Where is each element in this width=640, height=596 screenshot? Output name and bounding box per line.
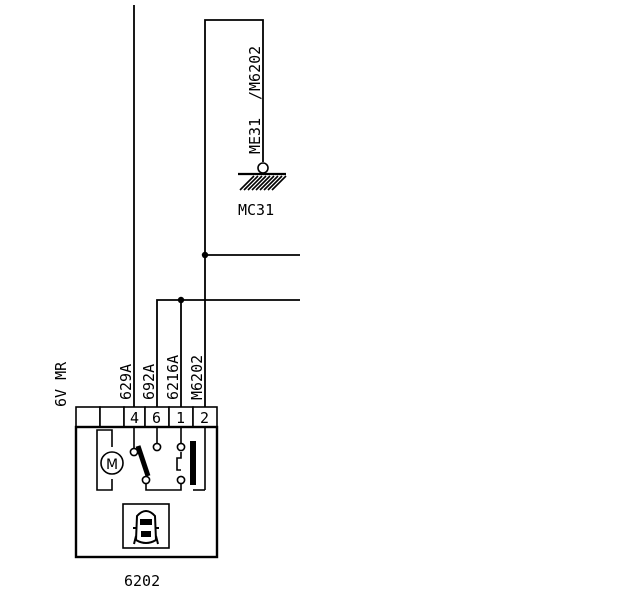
pin-1: 1 <box>176 409 185 427</box>
ground-icon <box>238 162 287 191</box>
svg-text:M: M <box>106 457 118 473</box>
wire-m6202 <box>204 19 264 407</box>
label-m6202-top: /M6202 <box>246 46 264 100</box>
ground-label: MC31 <box>238 201 274 219</box>
cam-bar <box>190 441 196 485</box>
component-body <box>74 425 219 559</box>
wire-branch-lower <box>156 299 300 407</box>
pin-6: 6 <box>152 409 161 427</box>
connector-name: 6V MR <box>52 361 70 407</box>
pin-2: 2 <box>200 409 209 427</box>
label-m6202: M6202 <box>188 355 206 400</box>
label-6216a: 6216A <box>164 355 182 400</box>
pin-4: 4 <box>130 409 139 427</box>
label-629a: 629A <box>117 364 135 400</box>
label-692a: 692A <box>140 364 158 400</box>
junction-dot-lower <box>177 296 185 304</box>
junction-dot-upper <box>201 251 209 259</box>
vehicle-top-view-icon <box>122 503 170 549</box>
label-me31: ME31 <box>246 118 264 154</box>
internal-circuit <box>96 427 206 491</box>
component-id: 6202 <box>124 572 160 590</box>
motor-icon: M <box>100 451 124 475</box>
switch-blade <box>135 445 151 477</box>
connector-pin-row <box>75 406 218 428</box>
